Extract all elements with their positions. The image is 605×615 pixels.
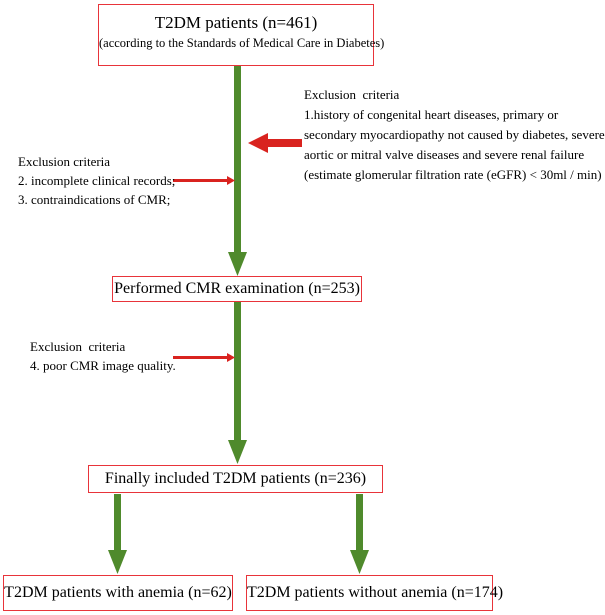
exclusion-left1-line-2: 3. contraindications of CMR; — [18, 192, 171, 207]
flow-arrow-to-no-anemia — [350, 494, 369, 574]
exclusion-criteria-left-2: Exclusion criteria 4. poor CMR image qua… — [30, 337, 176, 375]
exclusion-criteria-left-1: Exclusion criteria 2. incomplete clinica… — [18, 152, 175, 209]
box-initial-title: T2DM patients (n=461) — [154, 13, 318, 32]
flow-arrow-to-anemia — [108, 494, 127, 574]
exclusion-left2-line-1: 4. poor CMR image quality. — [30, 358, 176, 373]
flow-arrow-cmr-to-included — [228, 300, 247, 464]
exclusion-arrow-left-1 — [173, 176, 235, 185]
flow-arrow-top-to-cmr — [228, 66, 247, 276]
exclusion-right-line-4: (estimate glomerular filtration rate (eG… — [304, 167, 602, 182]
exclusion-left1-heading: Exclusion criteria — [18, 154, 111, 169]
exclusion-criteria-right: Exclusion criteria 1.history of congenit… — [304, 85, 605, 185]
box-cmr-examination: Performed CMR examination (n=253) — [112, 276, 362, 302]
exclusion-left1-line-1: 2. incomplete clinical records; — [18, 173, 176, 188]
exclusion-right-heading: Exclusion criteria — [304, 87, 400, 102]
box-finally-included: Finally included T2DM patients (n=236) — [88, 465, 383, 493]
box-initial-patients: T2DM patients (n=461) (according to the … — [98, 4, 385, 66]
box-included-label: Finally included T2DM patients (n=236) — [104, 470, 367, 487]
box-cmr-label: Performed CMR examination (n=253) — [114, 280, 360, 297]
exclusion-right-line-3: aortic or mitral valve diseases and seve… — [304, 147, 585, 162]
box-no-anemia-label: T2DM patients without anemia (n=174) — [247, 584, 504, 601]
exclusion-right-line-2: secondary myocardiopathy not caused by d… — [304, 127, 605, 142]
box-anemia-label: T2DM patients with anemia (n=62) — [4, 584, 232, 601]
exclusion-arrow-right — [248, 133, 302, 153]
exclusion-left2-heading: Exclusion criteria — [30, 339, 126, 354]
box-initial-subtitle: (according to the Standards of Medical C… — [99, 36, 385, 50]
exclusion-arrow-left-2 — [173, 353, 235, 362]
box-with-anemia: T2DM patients with anemia (n=62) — [3, 575, 233, 611]
box-without-anemia: T2DM patients without anemia (n=174) — [246, 575, 504, 611]
exclusion-right-line-1: 1.history of congenital heart diseases, … — [304, 107, 559, 122]
